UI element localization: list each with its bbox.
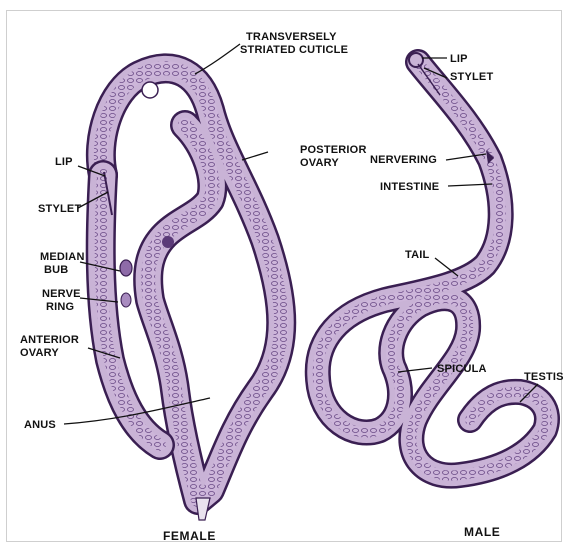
female-worm	[101, 68, 282, 520]
male-head	[409, 53, 423, 67]
caption-female: FEMALE	[163, 529, 216, 543]
label-nerve-line2: RING	[46, 301, 74, 313]
label-intestine: INTESTINE	[380, 181, 439, 193]
median-bulb	[120, 260, 132, 276]
label-spicula: SPICULA	[437, 363, 487, 375]
label-anterior-ovary-line1: ANTERIOR	[20, 334, 79, 346]
label-posterior-ovary-line2: OVARY	[300, 157, 339, 169]
male-worm	[318, 53, 547, 476]
label-female-stylet: STYLET	[38, 203, 81, 215]
label-nerve-line1: NERVE	[42, 288, 81, 300]
caption-male: MALE	[464, 525, 500, 539]
label-male-stylet: STYLET	[450, 71, 493, 83]
label-testis: TESTIS	[524, 371, 564, 383]
label-median-line1: MEDIAN	[40, 251, 85, 263]
female-tail-tip	[196, 498, 210, 520]
label-male-lip: LIP	[450, 53, 468, 65]
label-cuticle-line1: TRANSVERSELY	[246, 31, 337, 43]
label-posterior-ovary-line1: POSTERIOR	[300, 144, 367, 156]
label-nervering: NERVERING	[370, 154, 437, 166]
label-female-lip: LIP	[55, 156, 73, 168]
label-anus: ANUS	[24, 419, 56, 431]
label-cuticle-line2: STRIATED CUTICLE	[240, 44, 348, 56]
label-anterior-ovary-line2: OVARY	[20, 347, 59, 359]
label-tail: TAIL	[405, 249, 430, 261]
label-median-line2: BUB	[44, 264, 68, 276]
male-body	[318, 62, 547, 476]
